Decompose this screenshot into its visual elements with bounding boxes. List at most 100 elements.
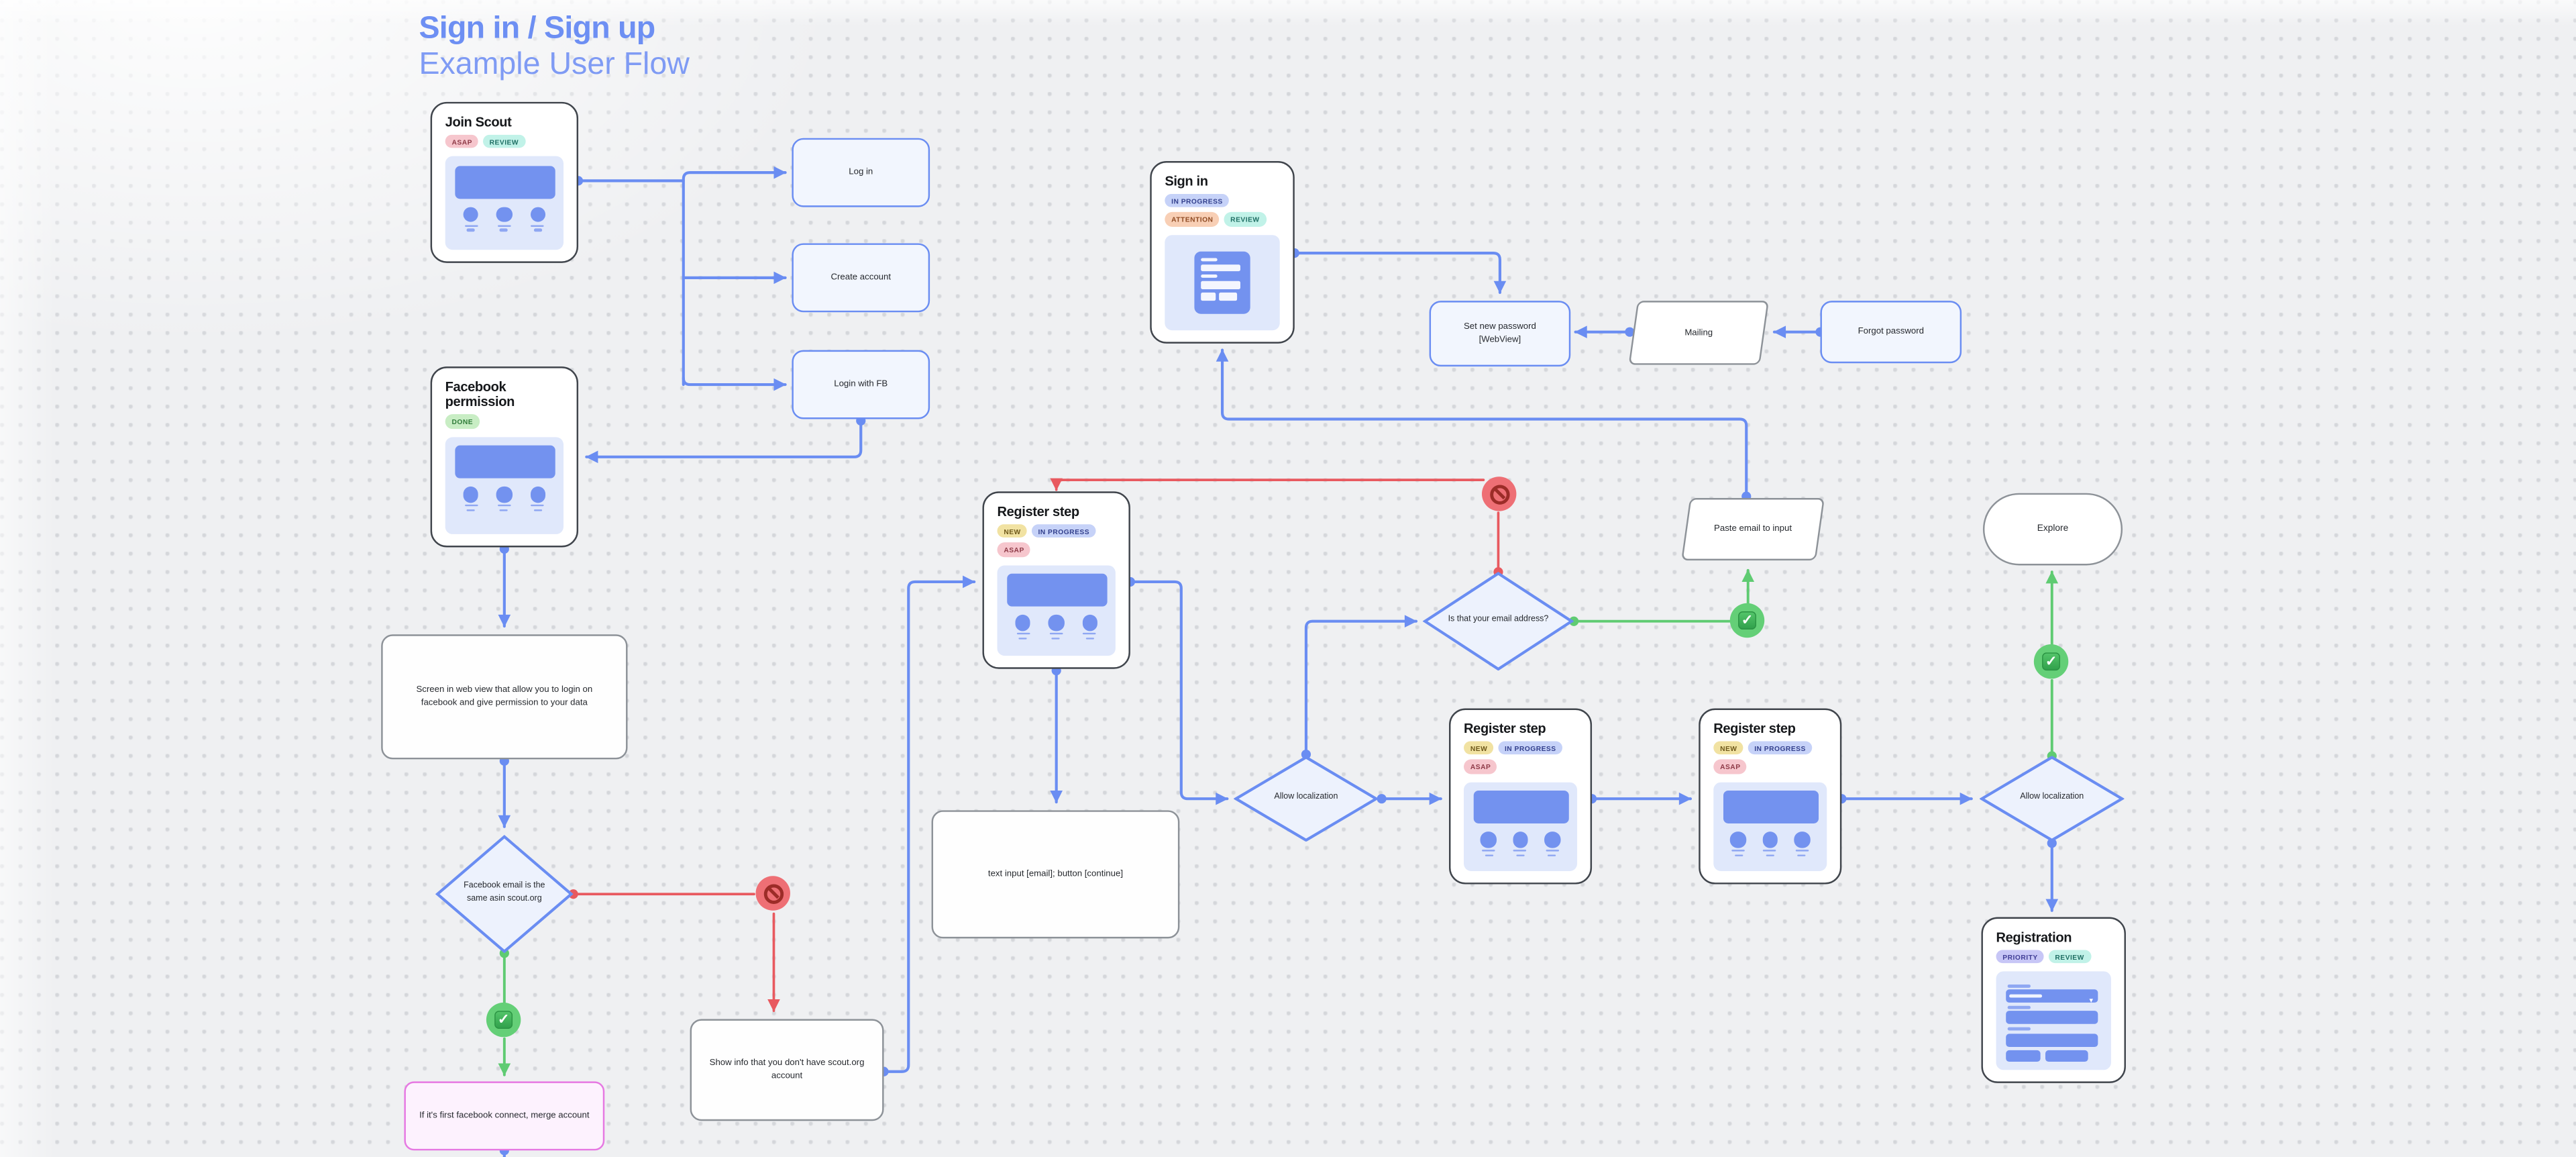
tag-asap: ASAP [1713, 760, 1748, 774]
card-register-step-1[interactable]: Register step NEW IN PROGRESS ASAP [982, 491, 1130, 669]
tag-new: NEW [1713, 741, 1744, 756]
card-title: Register step [997, 504, 1080, 519]
decision-allow-localization-left[interactable]: Allow localization [1234, 756, 1379, 842]
thumb-avatar [1081, 615, 1098, 640]
tag-in-progress: IN PROGRESS [1748, 741, 1813, 756]
edge-sign-in-to-set-new-password[interactable] [1289, 248, 1507, 295]
tag-asap: ASAP [1464, 760, 1498, 774]
card-sign-in[interactable]: Sign in IN PROGRESS ATTENTION REVIEW [1150, 161, 1295, 344]
thumb-banner [454, 445, 555, 479]
check-icon[interactable] [1729, 603, 1765, 638]
thumb-avatar [463, 207, 479, 232]
screen-thumbnail [1996, 972, 2111, 1070]
edge-show-info-to-register1[interactable] [879, 575, 976, 1076]
check-icon[interactable] [486, 1002, 521, 1038]
node-label: Login with FB [834, 379, 888, 390]
no-entry-icon[interactable] [1481, 476, 1517, 511]
thumb-avatar [1794, 832, 1810, 856]
node-label: If it's first facebook connect, merge ac… [419, 1110, 590, 1121]
card-title: Facebook permission [445, 379, 515, 410]
node-forgot-password[interactable]: Forgot password [1820, 301, 1962, 364]
screen-thumbnail [997, 564, 1116, 656]
edge-split-to-login-with-fb[interactable] [682, 376, 787, 391]
node-label: Paste email to input [1714, 524, 1792, 534]
card-title: Sign in [1165, 174, 1208, 189]
card-register-step-3[interactable]: Register step NEW IN PROGRESS ASAP [1699, 708, 1842, 885]
card-title: Registration [1996, 930, 2072, 946]
edge-split-to-log-in[interactable] [682, 166, 787, 387]
page-subtitle: Example User Flow [419, 46, 690, 82]
card-join-scout[interactable]: Join Scout ASAP REVIEW [430, 101, 579, 263]
tag-new: NEW [997, 524, 1028, 538]
card-register-step-2[interactable]: Register step NEW IN PROGRESS ASAP [1449, 708, 1593, 885]
tag-review: REVIEW [2048, 950, 2091, 964]
decision-is-that-your-email[interactable]: Is that your email address? [1423, 572, 1574, 670]
tag-asap: ASAP [445, 135, 479, 149]
node-create-account[interactable]: Create account [792, 243, 930, 313]
form-icon [1194, 251, 1250, 314]
decision-label: Is that your email address? [1448, 615, 1549, 625]
thumb-avatar [1730, 832, 1747, 856]
screen-thumbnail [1464, 781, 1578, 871]
thumb-banner [1006, 573, 1107, 607]
thumb-avatar [1512, 832, 1529, 856]
node-label: text input [email]; button [continue] [987, 869, 1123, 880]
node-label: Mailing [1684, 328, 1713, 338]
node-set-new-password[interactable]: Set new password [WebView] [1429, 301, 1571, 367]
decision-allow-localization-right[interactable]: Allow localization [1980, 756, 2125, 842]
node-label: Log in [849, 167, 873, 178]
thumb-avatar [463, 487, 479, 511]
tag-new: NEW [1464, 741, 1495, 756]
tag-in-progress: IN PROGRESS [1031, 524, 1096, 538]
decision-label: Allow localization [1274, 792, 1338, 803]
tag-in-progress: IN PROGRESS [1498, 741, 1563, 756]
card-title: Register step [1713, 721, 1796, 737]
edge-login-fb-to-facebook-permission[interactable] [585, 415, 866, 464]
edge-reject-badge-to-register1[interactable] [1050, 478, 1485, 491]
node-text-input-note[interactable]: text input [email]; button [continue] [931, 810, 1180, 939]
thumb-avatar [1481, 832, 1497, 856]
thumb-avatar [1544, 832, 1560, 856]
tag-review: REVIEW [482, 135, 525, 149]
canvas-title[interactable]: Sign in / Sign up Example User Flow [419, 11, 689, 82]
card-registration[interactable]: Registration PRIORITY REVIEW [1981, 917, 2126, 1083]
node-label: Explore [2037, 524, 2069, 534]
node-label: Create account [830, 272, 892, 283]
thumb-avatar [1049, 615, 1065, 640]
no-entry-icon[interactable] [755, 876, 790, 911]
screen-thumbnail [445, 436, 564, 534]
tag-in-progress: IN PROGRESS [1165, 194, 1230, 208]
screen-thumbnail [445, 156, 564, 250]
screen-thumbnail [1713, 781, 1827, 871]
tag-attention: ATTENTION [1165, 212, 1220, 226]
node-login-with-fb[interactable]: Login with FB [792, 350, 930, 419]
thumb-avatar [496, 207, 513, 232]
node-paste-email-to-input[interactable]: Paste email to input [1681, 498, 1825, 561]
node-explore[interactable]: Explore [1982, 493, 2123, 566]
node-mailing[interactable]: Mailing [1628, 301, 1769, 365]
node-merge-account[interactable]: If it's first facebook connect, merge ac… [404, 1081, 605, 1151]
thumb-banner [1722, 791, 1818, 824]
check-icon[interactable] [2033, 644, 2069, 679]
edge-register1-to-allow-localization-left[interactable] [1125, 576, 1229, 805]
thumb-banner [1472, 791, 1568, 824]
node-log-in[interactable]: Log in [792, 138, 930, 207]
thumb-banner [454, 166, 555, 199]
thumb-avatar [496, 487, 513, 511]
node-show-info-note[interactable]: Show info that you don't have scout.org … [690, 1019, 884, 1121]
edge-allow-localization-left-to-email-decision[interactable] [1301, 615, 1418, 760]
edge-paste-email-to-sign-in[interactable] [1216, 348, 1752, 501]
decision-fb-email-same[interactable]: Facebook email is the same asin scout.or… [435, 835, 574, 953]
page-title: Sign in / Sign up [419, 11, 655, 46]
card-facebook-permission[interactable]: Facebook permission DONE [430, 366, 579, 548]
screen-thumbnail [1165, 234, 1280, 331]
decision-label: Facebook email is the same asin scout.or… [464, 881, 545, 904]
tag-priority: PRIORITY [1996, 950, 2045, 964]
node-webview-screen-note[interactable]: Screen in web view that allow you to log… [381, 634, 628, 760]
thumb-avatar [1762, 832, 1778, 856]
node-label: Forgot password [1858, 327, 1924, 337]
tag-done: DONE [445, 415, 480, 429]
thumb-avatar [529, 487, 546, 511]
